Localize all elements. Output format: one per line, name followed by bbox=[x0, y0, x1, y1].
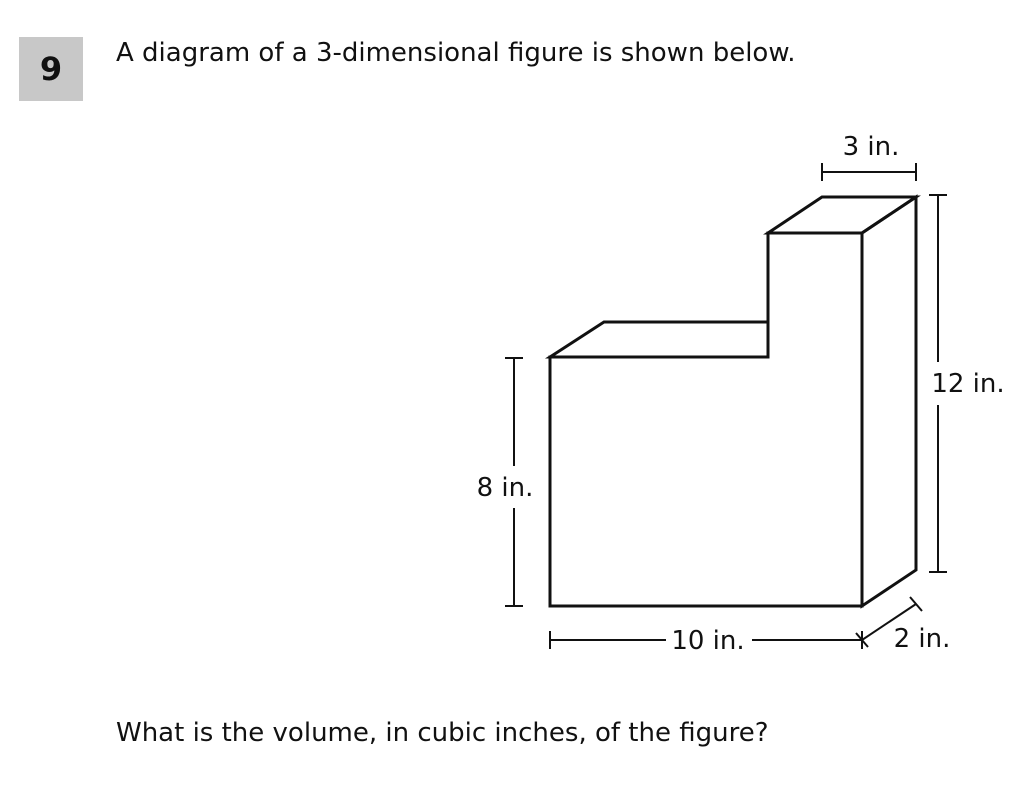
dim-line-lower-height bbox=[505, 357, 523, 607]
dim-line-length bbox=[549, 631, 863, 649]
label-length: 10 in. bbox=[671, 626, 744, 656]
right-side-face bbox=[860, 194, 918, 609]
label-depth: 2 in. bbox=[894, 624, 951, 654]
label-lower-height: 8 in. bbox=[477, 473, 534, 503]
front-face bbox=[548, 231, 864, 608]
question-number: 9 bbox=[19, 37, 83, 101]
dim-line-depth bbox=[855, 596, 923, 648]
question-text: What is the volume, in cubic inches, of … bbox=[116, 718, 769, 748]
dim-line-total-height bbox=[929, 194, 947, 573]
lower-top-face bbox=[544, 320, 770, 359]
dim-line-top-width bbox=[821, 163, 917, 181]
upper-top-face bbox=[763, 195, 921, 235]
dimension-lines bbox=[505, 163, 947, 649]
solid-figure-outline bbox=[544, 194, 921, 609]
dimension-labels: 3 in. 12 in. 8 in. 10 in. 2 in. bbox=[477, 132, 1005, 656]
label-total-height: 12 in. bbox=[931, 369, 1004, 399]
label-top-width: 3 in. bbox=[843, 132, 900, 162]
question-prompt: A diagram of a 3-dimensional figure is s… bbox=[116, 38, 796, 68]
